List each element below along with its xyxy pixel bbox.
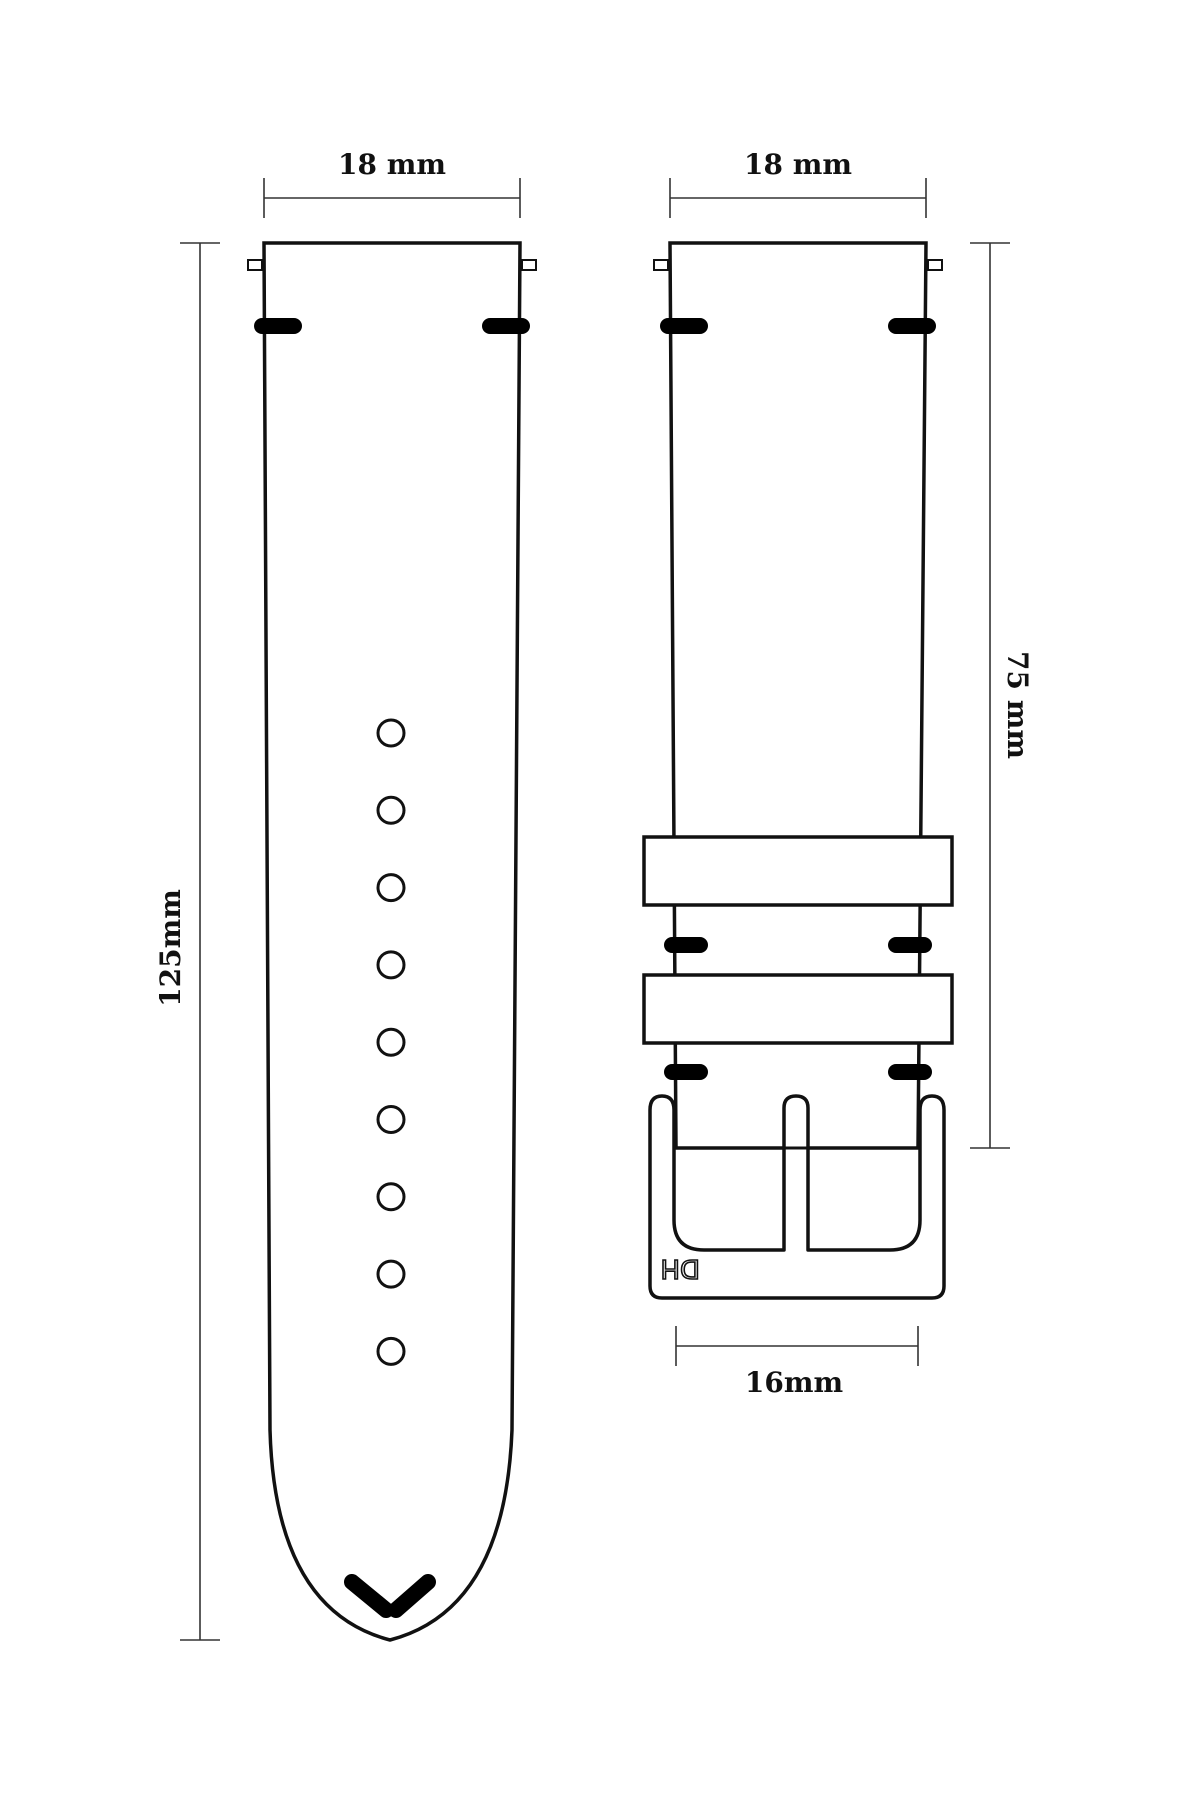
spring-bar-pin-left [247, 259, 263, 271]
buckle-width-dimension: 16mm [675, 1326, 919, 1399]
strap-hole [376, 1336, 406, 1366]
strap-keeper [642, 835, 954, 907]
buckle-logo: DH [660, 1253, 700, 1283]
long-strap-width-label: 18 mm [338, 148, 446, 181]
long-strap-width-dimension: 18 mm [263, 148, 521, 218]
short-strap: DH [642, 241, 954, 1300]
strap-hole [376, 1027, 406, 1057]
spring-bar-pin-right [927, 259, 943, 271]
strap-hole [376, 873, 406, 903]
short-strap-width-dimension: 18 mm [669, 148, 927, 218]
long-strap [247, 241, 537, 1642]
strap-holes [376, 718, 406, 1366]
long-strap-length-label: 125mm [154, 889, 187, 1007]
long-strap-length-dimension: 125mm [154, 242, 220, 1641]
short-strap-width-label: 18 mm [744, 148, 852, 181]
strap-hole [376, 795, 406, 825]
strap-hole [376, 950, 406, 980]
short-strap-length-label: 75 mm [1001, 651, 1034, 759]
short-strap-length-dimension: 75 mm [970, 242, 1034, 1149]
spring-bar-pin-left [653, 259, 669, 271]
buckle: DH [648, 1094, 946, 1300]
strap-keeper [642, 973, 954, 1045]
buckle-frame [648, 1094, 946, 1300]
spring-bar-pin-right [521, 259, 537, 271]
strap-hole [376, 1259, 406, 1289]
buckle-width-label: 16mm [745, 1366, 843, 1399]
long-strap-outline [262, 241, 522, 1642]
tip-stitch [344, 1574, 394, 1618]
tip-stitch [388, 1574, 436, 1618]
strap-hole [376, 718, 406, 748]
strap-hole [376, 1105, 406, 1134]
strap-hole [376, 1182, 406, 1212]
